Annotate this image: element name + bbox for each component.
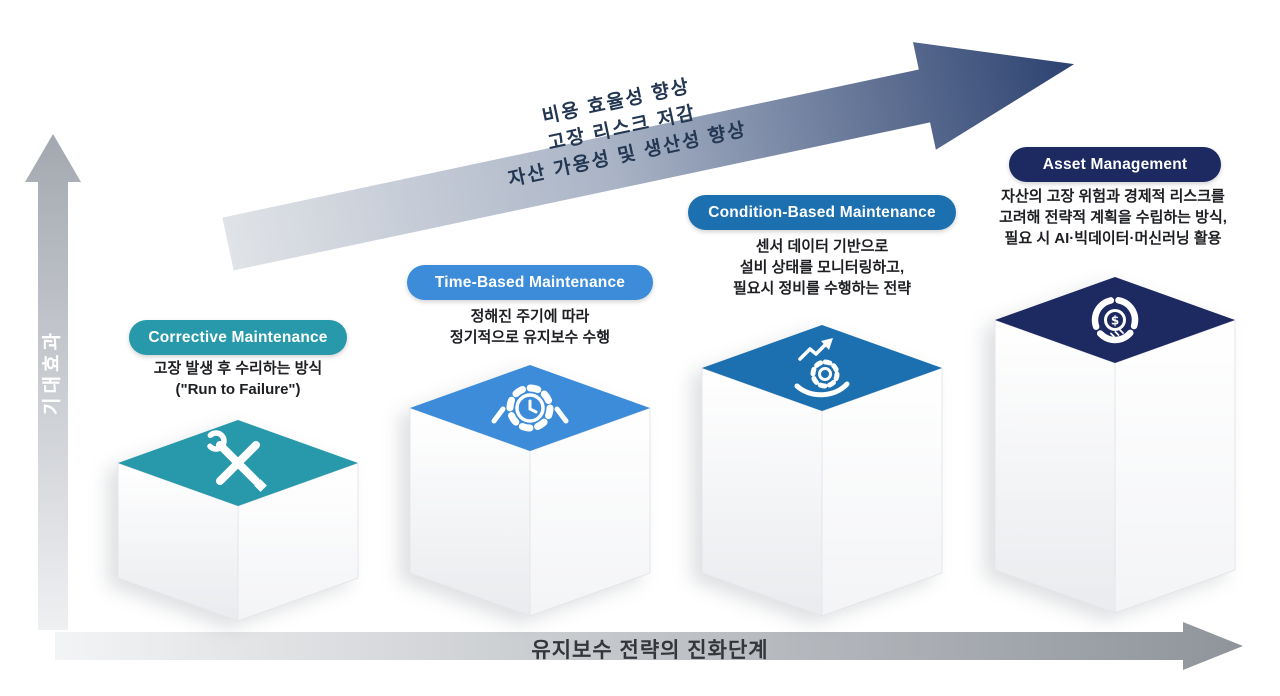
desc-asset-management: 자산의 고장 위험과 경제적 리스크를 고려해 전략적 계획을 수립하는 방식,…: [943, 186, 1280, 249]
pillar-condition-based: [701, 325, 943, 617]
desc-line: 설비 상태를 모니터링하고,: [739, 259, 905, 276]
desc-condition-based-maintenance: 센서 데이터 기반으로 설비 상태를 모니터링하고, 필요시 정비를 수행하는 …: [652, 236, 992, 299]
desc-line: 고장 발생 후 수리하는 방식: [153, 360, 323, 377]
desc-line: 센서 데이터 기반으로: [755, 238, 889, 255]
y-axis-arrow: [25, 134, 81, 630]
badge-corrective-maintenance: Corrective Maintenance: [129, 320, 347, 355]
dollar-symbol: $: [1111, 314, 1119, 328]
asset-analytics-icon: $: [1091, 296, 1139, 344]
desc-line: 정기적으로 유지보수 수행: [449, 329, 611, 346]
desc-line: 정해진 주기에 따라: [470, 308, 590, 325]
pillar-corrective: [117, 420, 359, 622]
pillar-left-face: [994, 319, 1116, 614]
crossed-tools-icon: [205, 430, 267, 492]
desc-line: 자산의 고장 위험과 경제적 리스크를: [1001, 188, 1225, 205]
pillar-right-face: [821, 367, 943, 617]
pillar-top-asset-management: [995, 277, 1235, 363]
y-axis-label: 기대효과: [42, 329, 63, 415]
pillar-asset-management: $: [994, 277, 1236, 614]
gear-clock-icon: [491, 384, 569, 432]
desc-time-based-maintenance: 정해진 주기에 따라 정기적으로 유지보수 수행: [360, 306, 700, 348]
badge-time-based-maintenance: Time-Based Maintenance: [407, 265, 653, 300]
pillar-right-face: [529, 407, 651, 617]
trend-arrow-body: [222, 42, 1075, 271]
x-axis-arrow: [55, 622, 1243, 670]
badge-asset-management: Asset Management: [1009, 147, 1221, 182]
pillar-right-face: [1114, 319, 1236, 614]
pillar-right-face: [237, 462, 359, 622]
pillar-time-based: [409, 365, 651, 617]
desc-line: 고려해 전략적 계획을 수립하는 방식,: [999, 209, 1227, 226]
badge-condition-based-maintenance: Condition-Based Maintenance: [688, 195, 956, 230]
desc-corrective-maintenance: 고장 발생 후 수리하는 방식 ("Run to Failure"): [68, 358, 408, 400]
desc-line: 필요 시 AI·빅데이터·머신러닝 활용: [1004, 230, 1222, 247]
desc-line: 필요시 정비를 수행하는 전략: [732, 280, 912, 297]
desc-line: ("Run to Failure"): [175, 381, 301, 398]
condition-monitoring-icon: [794, 338, 850, 398]
x-axis-arrow-body: [55, 622, 1243, 670]
x-axis-label: 유지보수 전략의 진화단계: [531, 639, 769, 662]
pillar-left-face: [701, 367, 823, 617]
y-axis-arrow-body: [25, 134, 81, 630]
